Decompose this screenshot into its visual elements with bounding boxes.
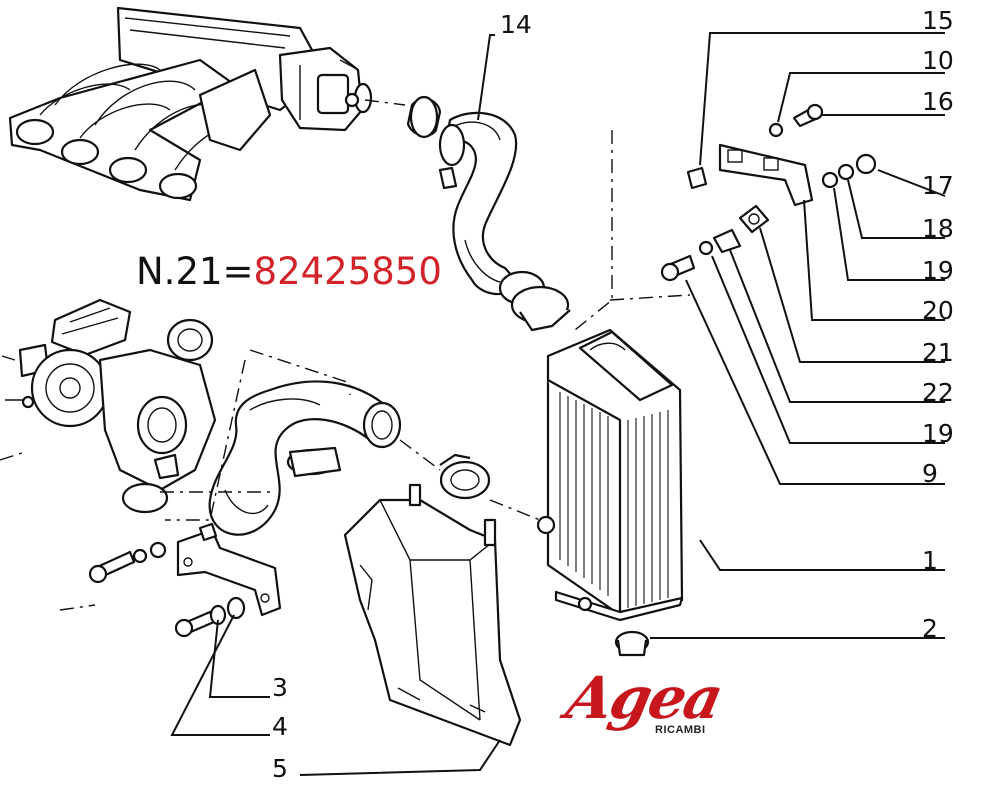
callout-19-upper: 19 bbox=[922, 256, 954, 285]
callout-17: 17 bbox=[922, 171, 954, 200]
intake-manifold bbox=[8, 6, 373, 202]
part-number-label: N.21= bbox=[136, 250, 254, 293]
callout-22: 22 bbox=[922, 378, 954, 407]
callout-21: 21 bbox=[922, 338, 954, 367]
part-number-note: N.21=82425850 bbox=[136, 250, 442, 293]
callout-14: 14 bbox=[500, 10, 532, 39]
connection-lines bbox=[0, 99, 691, 611]
callout-18: 18 bbox=[922, 214, 954, 243]
callout-15: 15 bbox=[922, 6, 954, 35]
left-bracket bbox=[88, 522, 282, 638]
part-number-value: 82425850 bbox=[253, 250, 442, 293]
agea-ricambi-logo: Agea RICAMBI bbox=[560, 664, 728, 758]
intercooler bbox=[536, 328, 684, 622]
callout-19-lower: 19 bbox=[922, 419, 954, 448]
callout-10: 10 bbox=[922, 46, 954, 75]
callout-1: 1 bbox=[922, 546, 938, 575]
callout-20: 20 bbox=[922, 296, 954, 325]
callout-3: 3 bbox=[272, 673, 288, 702]
callout-4: 4 bbox=[272, 712, 288, 741]
callout-2: 2 bbox=[922, 614, 938, 643]
callout-leaders bbox=[170, 32, 946, 776]
callout-9: 9 bbox=[922, 459, 938, 488]
drain-plug bbox=[614, 630, 650, 657]
callout-16: 16 bbox=[922, 87, 954, 116]
lower-intercooler-hose bbox=[208, 380, 491, 536]
air-duct bbox=[343, 483, 522, 747]
callout-5: 5 bbox=[272, 754, 288, 782]
logo-subtitle: RICAMBI bbox=[655, 724, 706, 736]
upper-intercooler-hose bbox=[406, 95, 571, 332]
logo-brand: Agea bbox=[560, 664, 728, 732]
upper-right-bracket bbox=[660, 103, 877, 282]
callout-numbers: 14 15 10 16 17 18 19 20 21 22 19 9 1 2 3… bbox=[272, 6, 954, 783]
turbocharger bbox=[1, 298, 217, 514]
